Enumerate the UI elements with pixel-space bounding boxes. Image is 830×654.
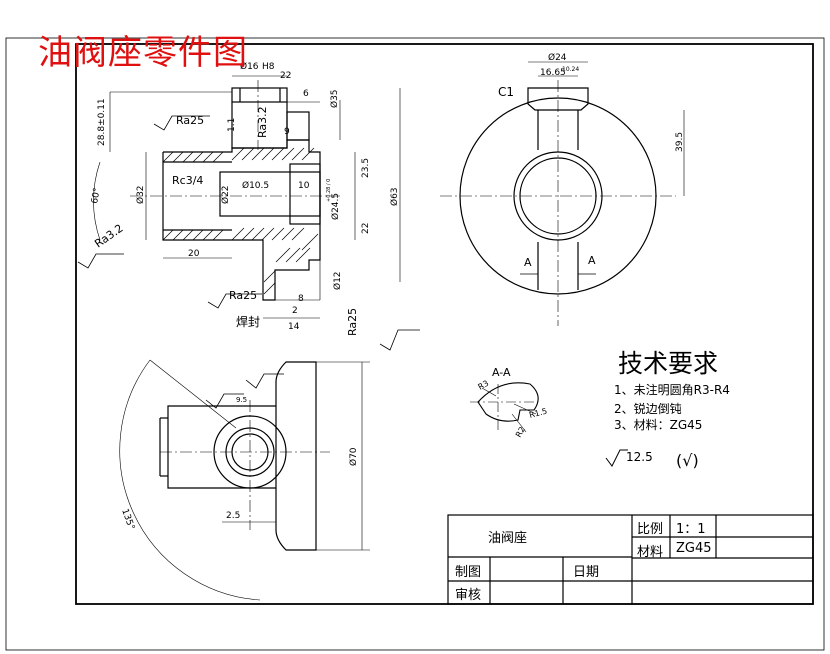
dim-39-5: 39.5 xyxy=(675,132,685,152)
dim-d16: Ø16 xyxy=(240,61,259,72)
dim-23-5: 23.5 xyxy=(361,158,371,178)
anno-ra32-b: Ra3.2 xyxy=(92,222,125,251)
anno-a-right: A xyxy=(588,254,596,267)
dim-9-5: 9.5 xyxy=(236,396,247,404)
section-a-a-detail xyxy=(470,382,539,433)
checked-label: 审核 xyxy=(455,588,482,603)
dim-h8: H8 xyxy=(262,62,275,72)
dim-d24t: Ø24 xyxy=(548,52,567,63)
dim-d24-5: Ø24.5 xyxy=(330,193,341,220)
material-value: ZG45 xyxy=(676,541,712,556)
anno-rc34: Rc3/4 xyxy=(172,174,203,187)
roughness-value: 12.5 xyxy=(626,450,653,464)
page-title: 油阀座零件图 xyxy=(38,33,248,73)
dim-10: 10 xyxy=(298,181,310,191)
tech-requirements-heading: 技术要求 xyxy=(618,349,719,378)
dim-r3: R3 xyxy=(477,379,491,392)
dim-2-5: 2.5 xyxy=(226,511,240,521)
drawn-label: 制图 xyxy=(455,565,482,580)
inner-border xyxy=(75,43,814,605)
dim-6: 6 xyxy=(303,89,309,99)
part-name: 油阀座 xyxy=(488,531,528,546)
anno-ra32-a: Ra3.2 xyxy=(256,106,269,138)
title-block-lines xyxy=(447,514,814,605)
dim-d10-5: Ø10.5 xyxy=(242,180,269,191)
scale-value: 1：1 xyxy=(676,522,706,537)
bottom-view xyxy=(119,329,420,601)
front-section-view xyxy=(93,75,401,319)
anno-c1: C1 xyxy=(498,85,514,99)
anno-a-left: A xyxy=(524,256,532,269)
roughness-mark-icon xyxy=(605,449,628,467)
anno-weld: 焊封 xyxy=(236,314,260,329)
roughness-other-symbol: (√) xyxy=(676,451,699,470)
dim-d70: Ø70 xyxy=(348,447,359,466)
anno-ra25-c: Ra25 xyxy=(346,308,359,336)
dim-1-1: 1.1 xyxy=(227,118,237,132)
dim-135: 135° xyxy=(119,508,136,532)
dim-tol: +0.28 / 0 xyxy=(326,179,332,202)
top-view-texts: Ø24 10.24 16.65 39.5 C1 A A xyxy=(498,52,685,269)
dim-d32: Ø32 xyxy=(135,185,146,204)
top-view xyxy=(440,61,685,326)
dim-d35: Ø35 xyxy=(329,89,340,108)
dim-2: 2 xyxy=(292,306,298,316)
dim-16-65: 16.65 xyxy=(540,68,566,78)
dim-r2: R2 xyxy=(514,425,527,439)
scale-label: 比例 xyxy=(637,522,664,537)
roughness-symbols xyxy=(77,115,262,309)
dim-28: 28.8±0.11 xyxy=(97,98,107,146)
dim-22c: 22 xyxy=(361,223,371,234)
outer-border xyxy=(5,37,825,651)
dim-12: Ø12 xyxy=(332,271,343,290)
dim-d22b: Ø22 xyxy=(220,185,231,204)
dim-22: 22 xyxy=(280,71,291,81)
bottom-view-texts: Ø70 2.5 135° 9.5 xyxy=(119,396,359,531)
dim-d63: Ø63 xyxy=(389,187,400,206)
tech-requirement-1: 1、未注明圆角R3-R4 xyxy=(614,383,730,397)
tech-requirement-3: 3、材料：ZG45 xyxy=(614,418,703,432)
dim-14: 14 xyxy=(288,322,300,332)
anno-ra25-b: Ra25 xyxy=(229,289,257,302)
dim-60deg: 60° xyxy=(90,187,103,204)
date-label: 日期 xyxy=(573,565,600,580)
dim-8: 8 xyxy=(298,294,304,304)
anno-ra25-a: Ra25 xyxy=(176,114,204,127)
material-label: 材料 xyxy=(637,545,664,560)
dim-10-24: 10.24 xyxy=(562,66,579,73)
tech-requirement-2: 2、锐边倒钝 xyxy=(614,402,682,416)
section-label: A-A xyxy=(492,366,511,379)
dim-r1-5: R1.5 xyxy=(528,407,548,420)
dim-20: 20 xyxy=(188,249,200,259)
dim-9: 9 xyxy=(284,127,290,137)
